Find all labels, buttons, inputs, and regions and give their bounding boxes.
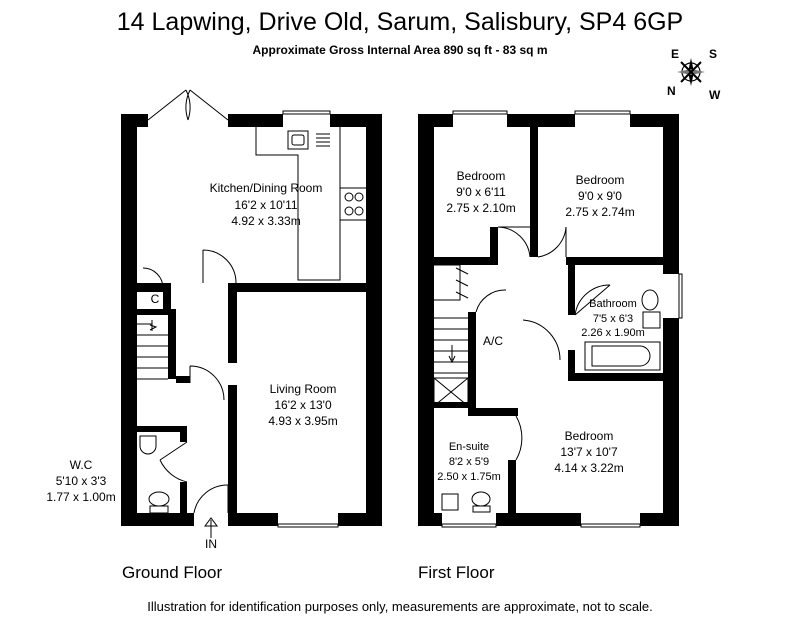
- bathroom-imperial: 7'5 x 6'3: [593, 313, 633, 325]
- bathroom-name: Bathroom: [589, 298, 637, 310]
- ensuite-name: En-suite: [449, 441, 489, 453]
- bed-left-metric: 2.75 x 2.10m: [446, 201, 515, 215]
- kitchen-units: [255, 127, 366, 281]
- wc-name: W.C: [70, 458, 93, 472]
- ground-floor-plan: Kitchen/Dining Room 16'2 x 10'11 4.92 x …: [46, 89, 382, 551]
- entrance-label: IN: [205, 537, 217, 551]
- ground-floor-label: Ground Floor: [122, 563, 223, 582]
- wc-fittings: [139, 435, 170, 514]
- bed-right-imperial: 9'0 x 9'0: [578, 189, 622, 203]
- kitchen-imperial: 16'2 x 10'11: [234, 198, 297, 212]
- kitchen-metric: 4.92 x 3.33m: [231, 214, 300, 228]
- first-floor-plan: Bedroom 9'0 x 6'11 2.75 x 2.10m Bedroom …: [418, 110, 683, 528]
- ensuite-imperial: 8'2 x 5'9: [449, 456, 489, 468]
- living-name: Living Room: [270, 382, 337, 396]
- area-subtitle: Approximate Gross Internal Area 890 sq f…: [252, 43, 548, 57]
- compass-icon: E S N W: [667, 47, 721, 102]
- bed-left-imperial: 9'0 x 6'11: [456, 185, 506, 199]
- airing-cupboard-label: A/C: [483, 334, 503, 348]
- first-floor-label: First Floor: [418, 563, 495, 582]
- living-metric: 4.93 x 3.95m: [268, 414, 337, 428]
- bed-main-imperial: 13'7 x 10'7: [560, 445, 618, 459]
- disclaimer-footer: Illustration for identification purposes…: [147, 599, 653, 614]
- bed-left-name: Bedroom: [457, 169, 506, 183]
- bed-right-metric: 2.75 x 2.74m: [565, 205, 634, 219]
- cupboard-label: C: [151, 292, 160, 306]
- wc-metric: 1.77 x 1.00m: [46, 490, 115, 504]
- living-imperial: 16'2 x 13'0: [274, 398, 332, 412]
- ensuite-metric: 2.50 x 1.75m: [437, 471, 501, 483]
- ground-stairs: [137, 320, 168, 380]
- compass-s: S: [709, 47, 717, 61]
- compass-n: N: [667, 84, 676, 98]
- bed-main-name: Bedroom: [565, 429, 614, 443]
- bed-right-name: Bedroom: [576, 173, 625, 187]
- wc-imperial: 5'10 x 3'3: [56, 474, 107, 488]
- compass-e: E: [671, 47, 679, 61]
- page-title: 14 Lapwing, Drive Old, Sarum, Salisbury,…: [116, 8, 684, 36]
- bed-main-metric: 4.14 x 3.22m: [554, 461, 623, 475]
- compass-w: W: [709, 88, 721, 102]
- entrance-arrow-icon: [204, 517, 218, 538]
- bathroom-metric: 2.26 x 1.90m: [581, 327, 645, 339]
- kitchen-name: Kitchen/Dining Room: [210, 181, 323, 195]
